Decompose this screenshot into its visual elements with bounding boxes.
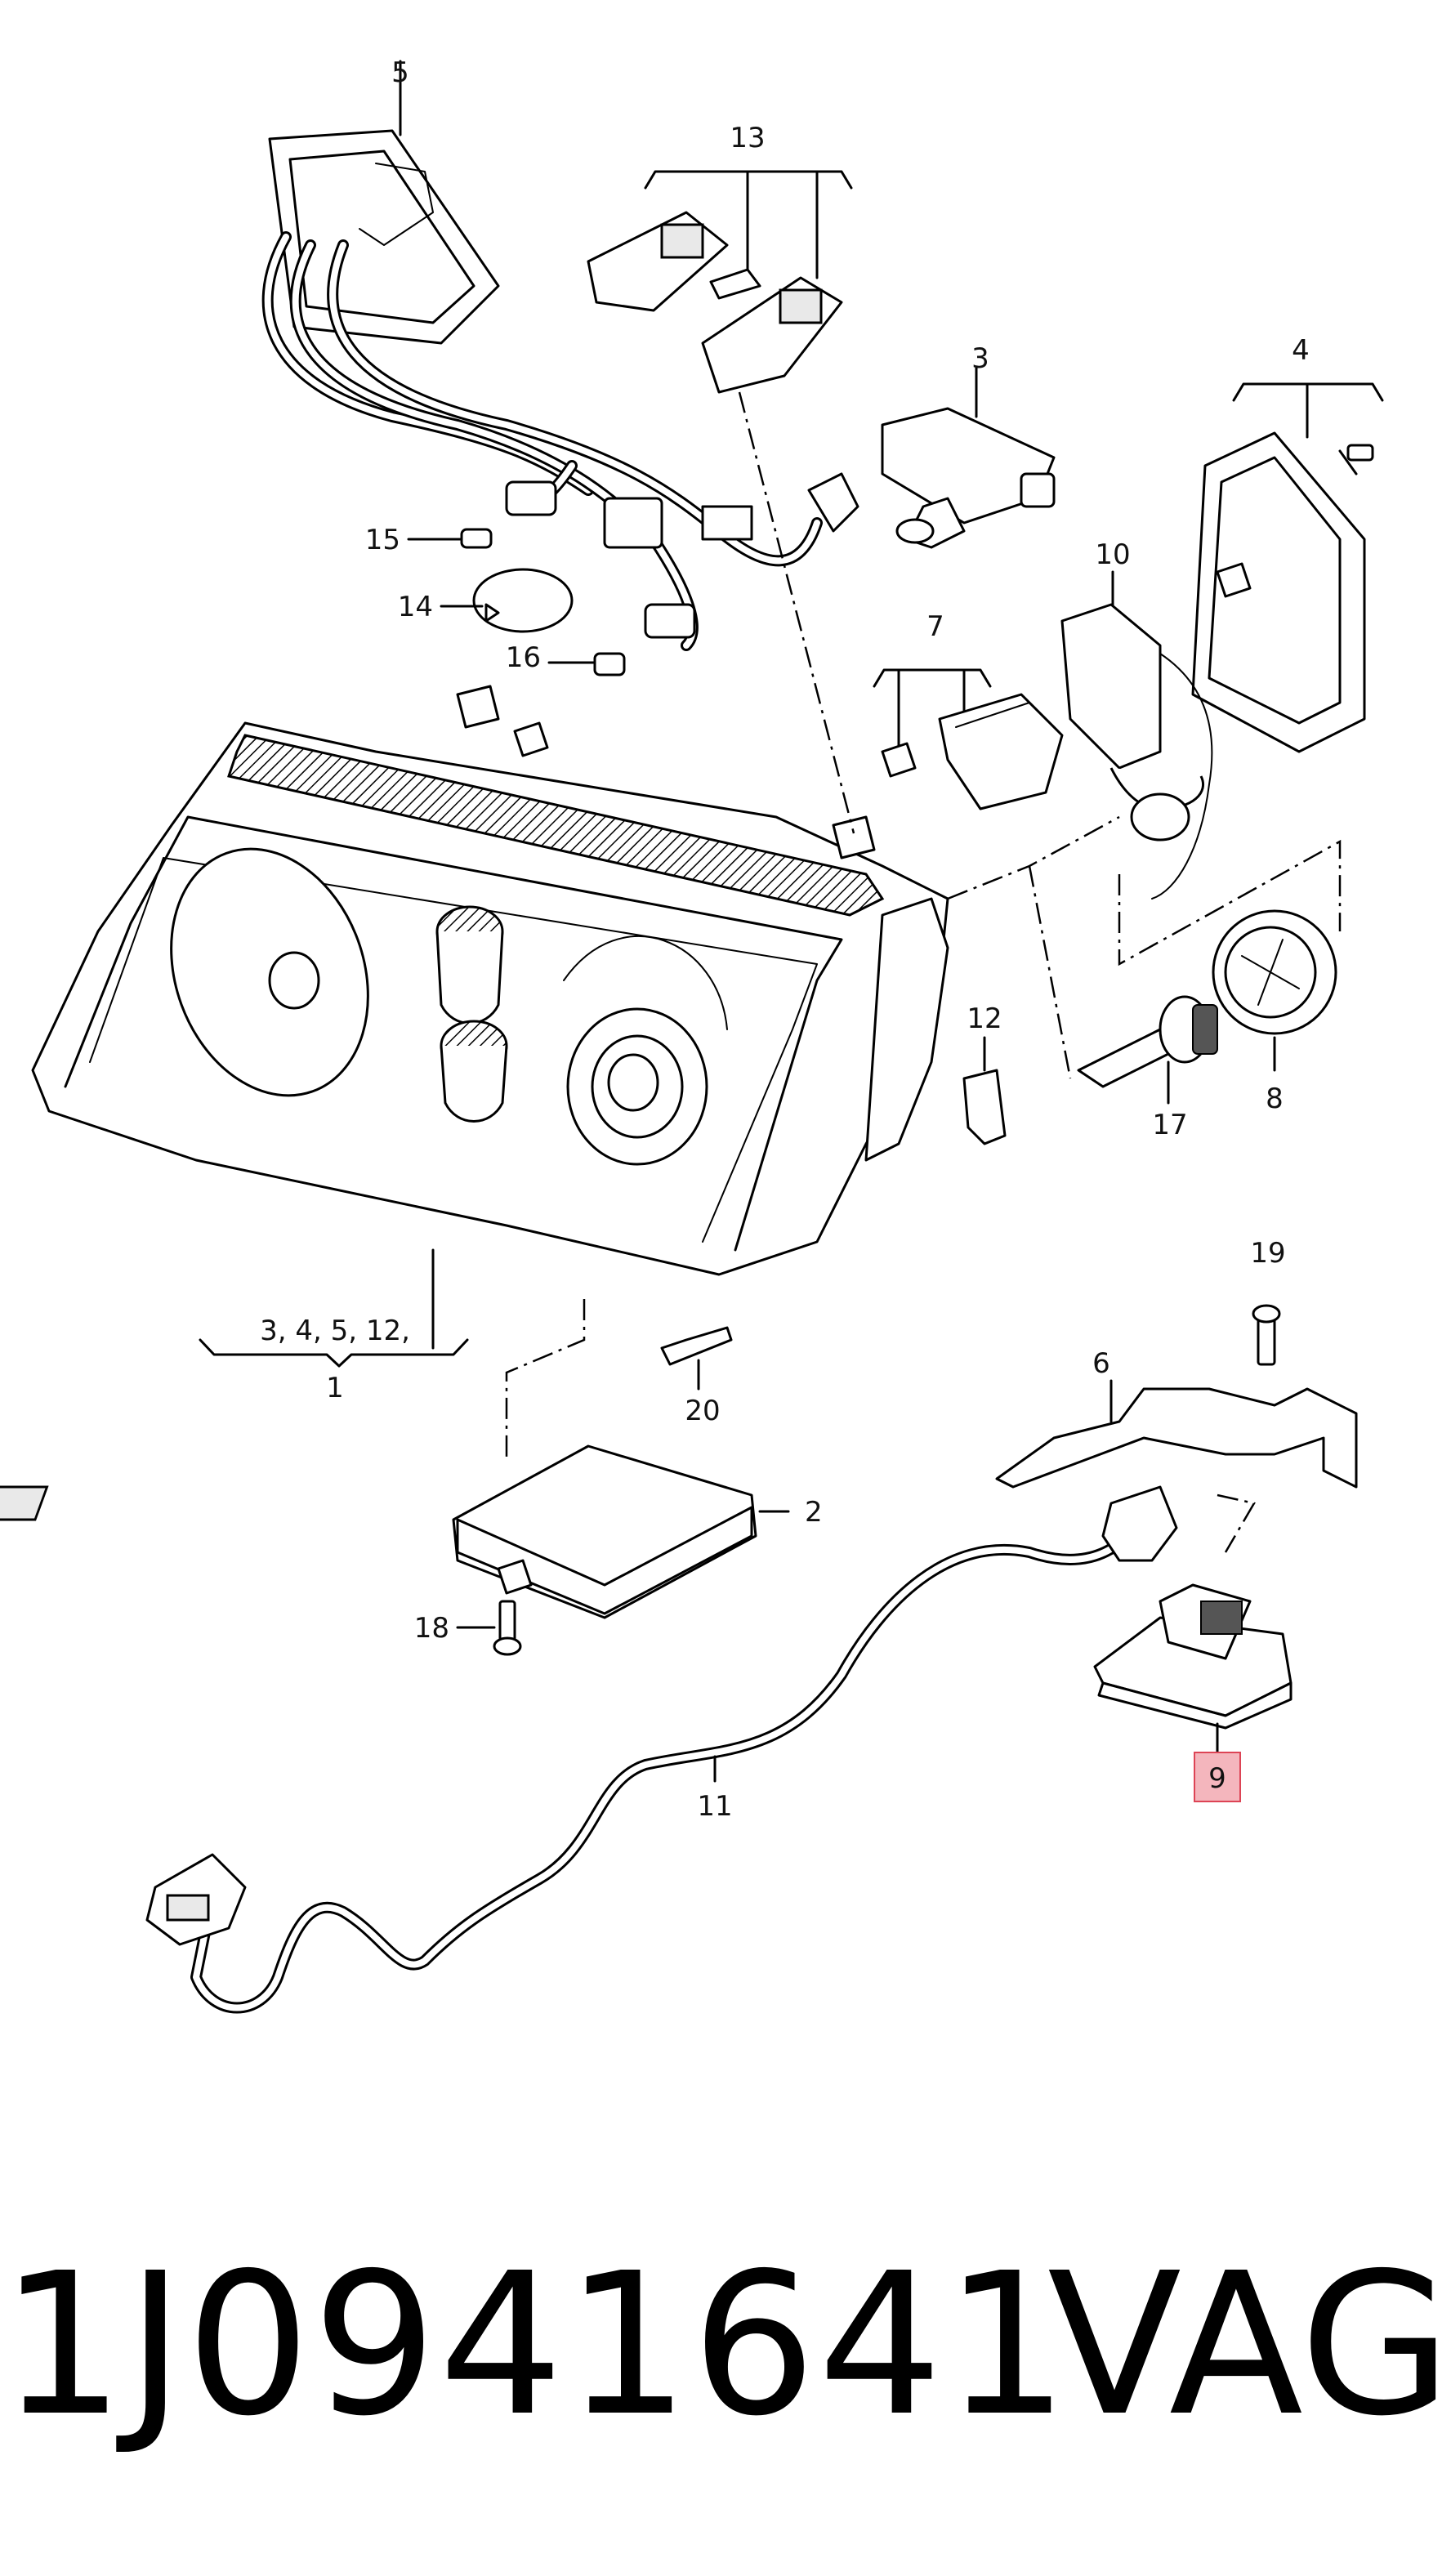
callout-9: 9: [1208, 1762, 1226, 1795]
ballast-control-unit-part-2: [0, 1444, 790, 1619]
igniter-part-10: [1060, 570, 1213, 900]
upper-wiring-harness: [261, 231, 823, 651]
callout-1-group: 3, 4, 5, 12,: [260, 1315, 410, 1347]
small-bulb-part-16: [547, 652, 626, 676]
assembly-leader-lines: [505, 391, 1342, 1553]
headlight-housing-part-1: [31, 685, 949, 1368]
callout-10: 10: [1095, 538, 1130, 571]
callout-1: 1: [326, 1372, 344, 1404]
callout-14: 14: [398, 591, 433, 623]
callout-11: 11: [697, 1790, 732, 1823]
screw-part-20: [660, 1326, 733, 1391]
callout-19: 19: [1250, 1237, 1285, 1270]
headlight-exploded-diagram: 5 13 3 4 15 10 14 7 16 12 17 8 19 3, 4, …: [0, 56, 1384, 2014]
callout-15: 15: [365, 524, 400, 556]
small-bulb-part-15: [407, 528, 493, 549]
holder-part-13: [587, 170, 853, 394]
callout-17: 17: [1152, 1109, 1187, 1141]
callout-3: 3: [971, 342, 989, 375]
callout-20: 20: [685, 1395, 720, 1427]
part-number-caption: 1J0941641: [0, 2230, 1071, 2459]
bracket-part-7: [873, 668, 1064, 810]
retaining-ring-part-8: [1212, 909, 1337, 1072]
screw-part-19: [1252, 1304, 1281, 1366]
callout-2: 2: [805, 1496, 823, 1529]
callout-9-highlight: [1194, 1752, 1241, 1802]
callout-8: 8: [1266, 1083, 1284, 1115]
callout-4: 4: [1292, 334, 1310, 367]
bulb-holders: [505, 472, 859, 639]
leveling-motor-part-3: [881, 366, 1056, 549]
rear-cover-part-4: [1191, 382, 1384, 753]
gasket-cover-part-5: [268, 60, 500, 345]
bulb-part-14: [440, 568, 574, 633]
screw-part-18: [456, 1600, 522, 1656]
control-unit-part-9: [1093, 1583, 1293, 1754]
mounting-bracket-part-6: [995, 1379, 1358, 1489]
brand-caption: VAG: [1047, 2230, 1451, 2459]
callout-7: 7: [926, 610, 944, 643]
callout-13: 13: [730, 122, 765, 154]
wiring-harness-part-11: [145, 1485, 1178, 2014]
callout-6: 6: [1092, 1347, 1110, 1380]
xenon-bulb-part-17: [1077, 995, 1218, 1105]
fitting-part-12: [962, 1036, 1007, 1145]
callout-16: 16: [506, 641, 541, 674]
callout-12: 12: [967, 1002, 1002, 1035]
callout-18: 18: [414, 1612, 449, 1645]
callout-5: 5: [391, 56, 409, 89]
